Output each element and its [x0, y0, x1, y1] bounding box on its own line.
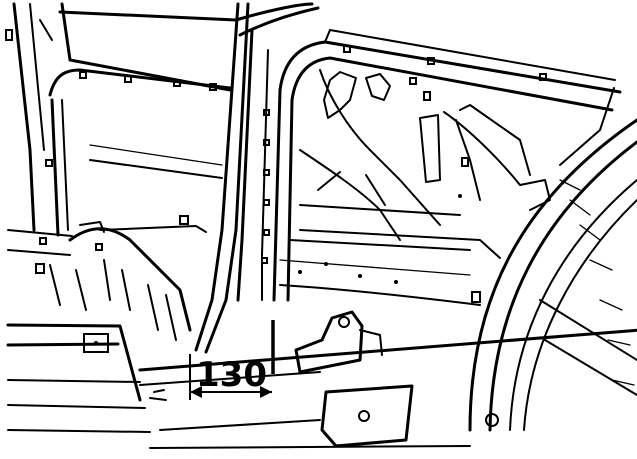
inner-quarter-panel [279, 69, 531, 306]
dimension-value-label: 130 [196, 355, 267, 395]
lower-sill [6, 323, 637, 449]
dimension-annotation: 130 [149, 320, 275, 401]
jack-point-bracket [320, 384, 414, 448]
quarter-window-frame [272, 29, 622, 302]
wheel-arch [468, 118, 637, 432]
dimension-arrow-right [260, 386, 272, 398]
center-pillar [179, 2, 320, 354]
inner-sill-panel [49, 221, 207, 341]
rear-door-frame [5, 2, 238, 274]
seat-belt-bracket [294, 310, 383, 374]
dimension-arrow-left [190, 386, 202, 398]
